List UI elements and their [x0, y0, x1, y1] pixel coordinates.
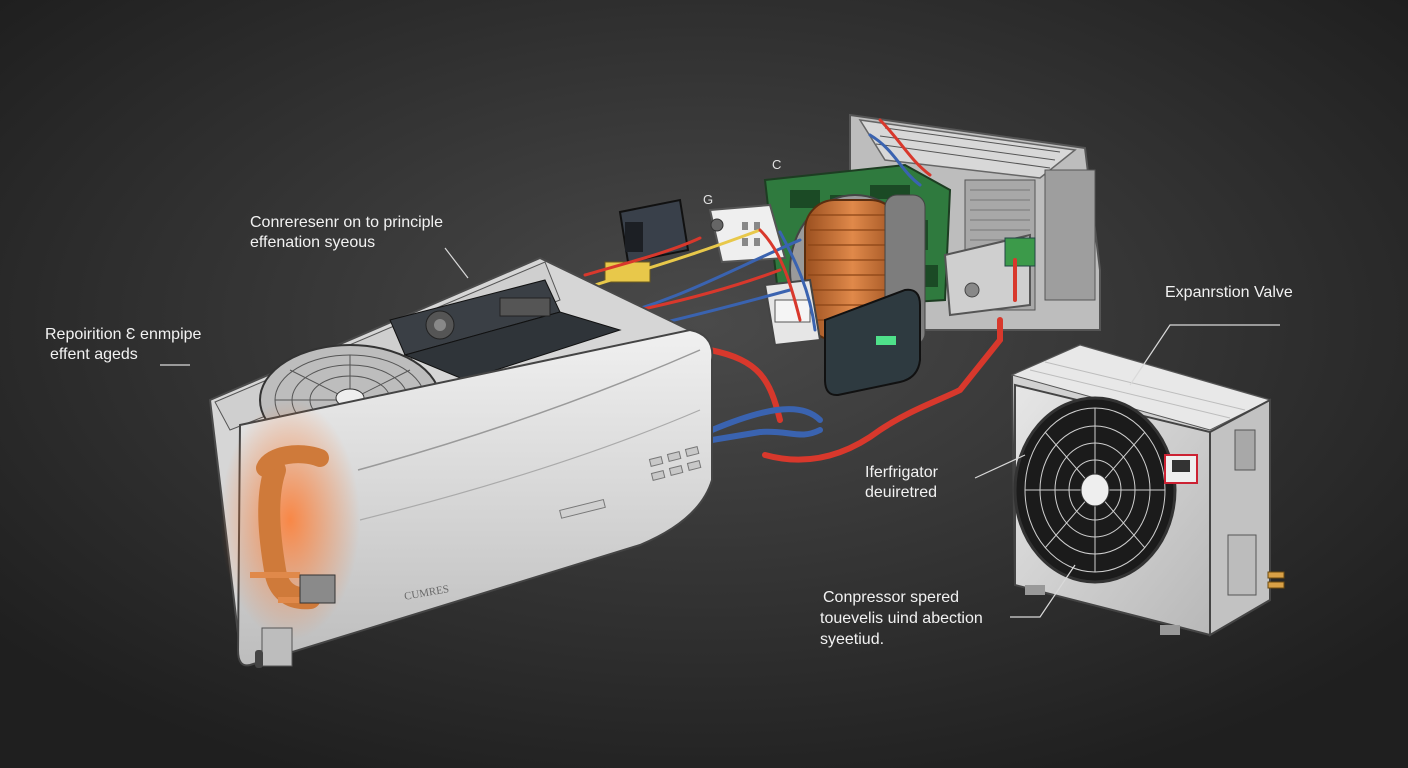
outdoor-unit: [1010, 343, 1285, 637]
label-line: touevelis uind abection: [820, 610, 983, 627]
label-line: deuiretred: [865, 484, 938, 501]
label-refrigerator: Iferfrigator deuiretred: [865, 463, 938, 503]
label-line: effenation syeous: [250, 234, 376, 251]
label-line: Repoirition Ɛ enmpipe: [45, 326, 202, 343]
callout-letter-c: C: [772, 157, 782, 172]
label-compressor-speed: Conpressor spered touevelis uind abectio…: [820, 587, 983, 650]
label-evaporator-side: Repoirition Ɛ enmpipe effent ageds: [45, 325, 201, 365]
label-line: Conreresenr on to principle: [250, 214, 443, 231]
leader-lines: [160, 247, 1280, 618]
sensor-module: [618, 198, 690, 264]
mounting-bracket: [943, 233, 1036, 317]
callout-letter-g: G: [703, 192, 714, 207]
label-line: Expanrstion Valve: [1165, 284, 1293, 301]
label-line: Iferfrigator: [865, 464, 938, 481]
label-expansion-valve: Expanrstion Valve: [1165, 283, 1293, 303]
label-line: Conpressor spered: [823, 589, 960, 606]
label-line: syeetiud.: [820, 631, 885, 648]
evaporator-copper-pipe: [258, 459, 321, 610]
inverter-controller-box: [824, 288, 921, 397]
outdoor-fan: [1013, 396, 1177, 584]
label-compressor-principle: Conreresenr on to principle effenation s…: [250, 213, 443, 253]
label-line: effent ageds: [50, 346, 138, 363]
relay-module: [763, 278, 822, 347]
indoor-unit: [208, 256, 714, 668]
